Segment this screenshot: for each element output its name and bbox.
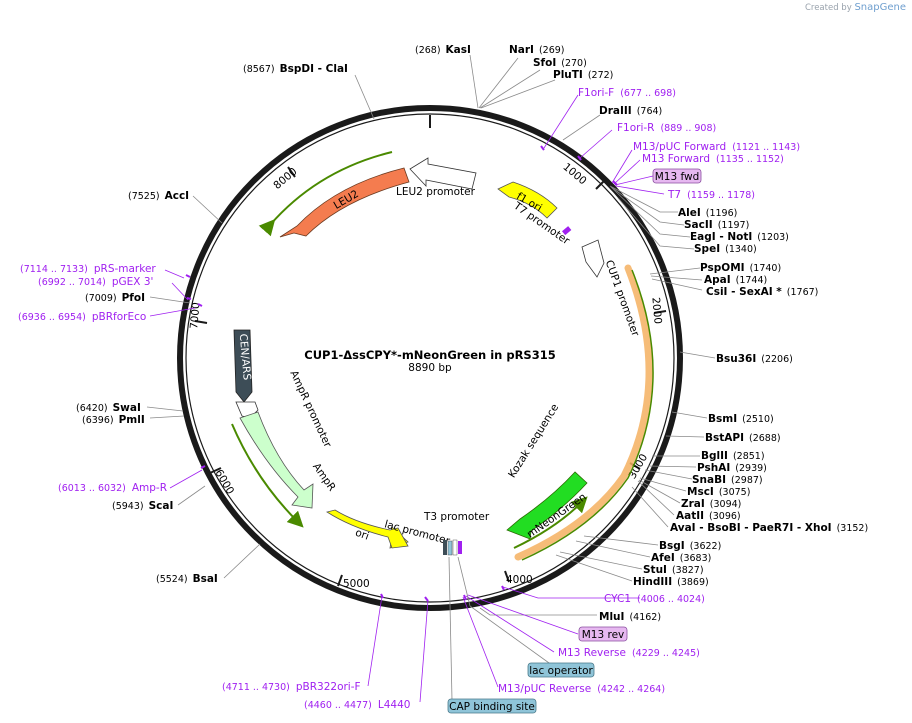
backbone-ring (177, 105, 683, 611)
plasmid-size: 8890 bp (408, 362, 452, 374)
svg-text:CsiI - SexAI *(1767): CsiI - SexAI *(1767) (706, 286, 818, 298)
svg-text:DraIII(764): DraIII(764) (599, 105, 662, 117)
primer-leaders (149, 94, 665, 703)
lac-operator-box[interactable]: lac operator (527, 662, 595, 678)
svg-text:(5943)ScaI: (5943)ScaI (112, 500, 173, 512)
svg-text:(6396)PmlI: (6396)PmlI (82, 414, 145, 426)
svg-text:StuI(3827): StuI(3827) (643, 564, 704, 576)
svg-text:PshAI(2939): PshAI(2939) (697, 462, 767, 474)
svg-text:EagI - NotI(1203): EagI - NotI(1203) (690, 231, 789, 243)
t7-site-marker (562, 226, 572, 236)
backbone-inner-ring (185, 113, 675, 603)
snapgene-logo-text: SnapGene (854, 2, 906, 13)
snapgene-credit: Created by SnapGene (805, 2, 906, 13)
svg-text:M13 Forward(1135 .. 1152): M13 Forward(1135 .. 1152) (642, 153, 784, 165)
t3-promoter-label: T3 promoter (423, 511, 490, 523)
svg-text:AfeI(3683): AfeI(3683) (651, 552, 711, 564)
svg-text:Bsu36I(2206): Bsu36I(2206) (716, 353, 793, 365)
ori-feature[interactable]: ori (326, 509, 409, 549)
credit-text: Created by (804, 3, 852, 13)
svg-text:MscI(3075): MscI(3075) (687, 486, 750, 498)
cap-binding-site-box[interactable]: CAP binding site (447, 698, 537, 714)
cen-ars-label: CEN/ARS (237, 333, 253, 381)
tick-label-5000: 5000 (343, 578, 370, 590)
svg-text:M13 fwd: M13 fwd (655, 171, 700, 183)
svg-text:BglII(2851): BglII(2851) (701, 450, 765, 462)
svg-text:(268)KasI: (268)KasI (415, 44, 471, 56)
site-labels: (268)KasI NarI(269) SfoI(270) PluTI(272)… (76, 44, 868, 623)
svg-text:AvaI - BsoBI - PaeR7I - XhoI(3: AvaI - BsoBI - PaeR7I - XhoI(3152) (670, 522, 868, 534)
ampr-promoter-label: AmpR promoter (287, 369, 333, 450)
m13-rev-box[interactable]: M13 rev (578, 626, 628, 642)
lac-region-markers (443, 539, 462, 556)
svg-text:SnaBI(2987): SnaBI(2987) (692, 474, 763, 486)
svg-text:T7(1159 .. 1178): T7(1159 .. 1178) (667, 189, 755, 201)
svg-text:NarI(269): NarI(269) (509, 44, 565, 56)
svg-text:(6936 .. 6954)pBRforEco: (6936 .. 6954)pBRforEco (18, 311, 146, 323)
svg-text:F1ori-F(677 .. 698): F1ori-F(677 .. 698) (578, 87, 676, 99)
ori-label: ori (354, 527, 371, 543)
tick-label-4000: 4000 (506, 574, 533, 586)
leu2-promoter-label: LEU2 promoter (396, 186, 476, 198)
svg-text:(7525)AccI: (7525)AccI (128, 190, 189, 202)
svg-text:M13/pUC Reverse(4242 .. 4264): M13/pUC Reverse(4242 .. 4264) (498, 683, 665, 695)
kozak-label: Kozak sequence (506, 402, 561, 480)
svg-text:ZraI(3094): ZraI(3094) (681, 498, 741, 510)
svg-text:BsmI(2510): BsmI(2510) (708, 413, 774, 425)
primer-ring-marks (185, 145, 618, 602)
cds-arc (514, 264, 653, 561)
svg-text:(6013 .. 6032)Amp-R: (6013 .. 6032)Amp-R (58, 482, 167, 494)
mneongreen-feature[interactable]: mNeonGreen (506, 471, 589, 549)
leu2-promoter-feature[interactable]: LEU2 promoter (396, 157, 477, 198)
svg-text:(6420)SwaI: (6420)SwaI (76, 402, 141, 414)
svg-text:SfoI(270): SfoI(270) (533, 57, 587, 69)
m13-fwd-box[interactable]: M13 fwd (652, 168, 702, 184)
svg-text:PluTI(272): PluTI(272) (553, 69, 613, 81)
svg-text:ApaI(1744): ApaI(1744) (704, 274, 767, 286)
svg-text:SacII(1197): SacII(1197) (684, 219, 749, 231)
svg-text:M13 Reverse(4229 .. 4245): M13 Reverse(4229 .. 4245) (558, 647, 700, 659)
svg-text:(7009)PfoI: (7009)PfoI (85, 292, 145, 304)
svg-text:AleI(1196): AleI(1196) (678, 207, 737, 219)
svg-text:SpeI(1340): SpeI(1340) (694, 243, 757, 255)
svg-text:MluI(4162): MluI(4162) (599, 611, 661, 623)
tick-label-2000: 2000 (649, 297, 663, 325)
svg-text:lac operator: lac operator (529, 665, 593, 677)
site-leaders (146, 54, 716, 616)
svg-text:M13 rev: M13 rev (582, 629, 625, 641)
svg-text:BstAPI(2688): BstAPI(2688) (705, 432, 781, 444)
ampr-label: AmpR (310, 461, 338, 494)
tick-marks (194, 166, 667, 587)
cen-ars-feature[interactable]: CEN/ARS (233, 329, 253, 403)
svg-text:BsgI(3622): BsgI(3622) (659, 540, 721, 552)
svg-text:HindIII(3869): HindIII(3869) (633, 576, 709, 588)
leu2-feature[interactable]: LEU2 (258, 151, 410, 238)
cds-orf-arrow (521, 269, 654, 561)
svg-text:(8567)BspDI - ClaI: (8567)BspDI - ClaI (243, 63, 348, 75)
plasmid-name: CUP1-ΔssCPY*-mNeonGreen in pRS315 (304, 348, 555, 362)
svg-text:PspOMI(1740): PspOMI(1740) (700, 262, 781, 274)
svg-text:(4711 .. 4730)pBR322ori-F: (4711 .. 4730)pBR322ori-F (222, 681, 361, 693)
svg-text:CYC1(4006 .. 4024): CYC1(4006 .. 4024) (604, 593, 705, 605)
svg-text:(6992 .. 7014)pGEX 3': (6992 .. 7014)pGEX 3' (38, 276, 153, 288)
svg-text:(7114 .. 7133)pRS-marker: (7114 .. 7133)pRS-marker (20, 263, 156, 275)
svg-text:AatII(3096): AatII(3096) (676, 510, 741, 522)
svg-text:CAP binding site: CAP binding site (449, 701, 535, 713)
svg-text:(5524)BsaI: (5524)BsaI (156, 573, 218, 585)
svg-text:(4460 .. 4477)L4440: (4460 .. 4477)L4440 (304, 699, 410, 711)
primer-labels: F1ori-F(677 .. 698) F1ori-R(889 .. 908) … (18, 87, 800, 711)
svg-text:F1ori-R(889 .. 908): F1ori-R(889 .. 908) (617, 122, 716, 134)
svg-text:M13/pUC Forward(1121 .. 1143): M13/pUC Forward(1121 .. 1143) (633, 141, 800, 153)
